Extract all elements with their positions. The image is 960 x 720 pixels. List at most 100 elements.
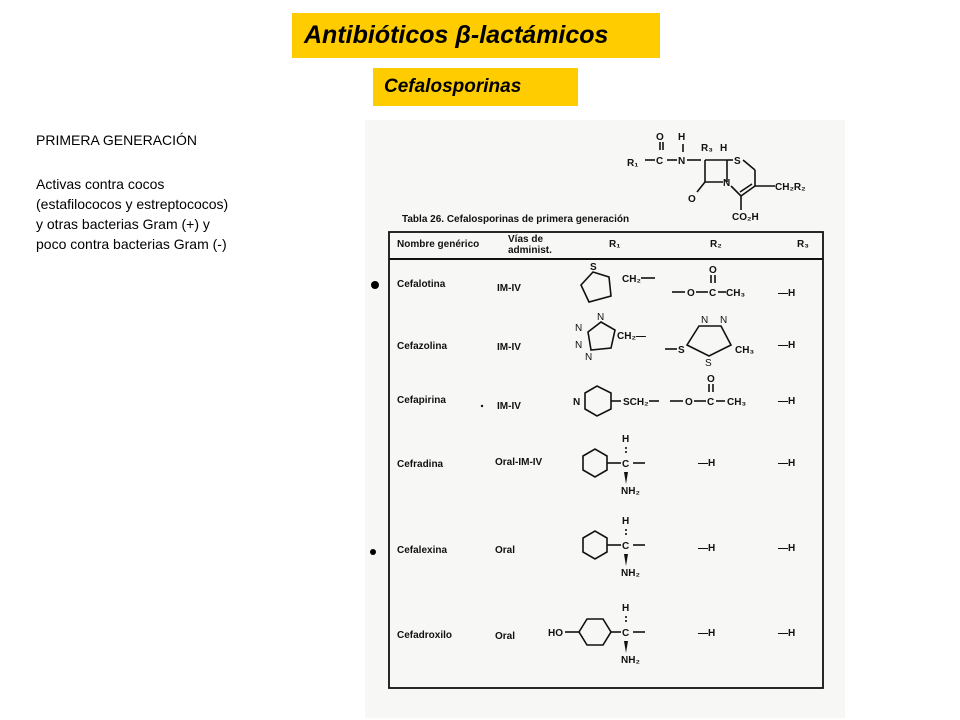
svg-text:N: N (597, 312, 604, 323)
scanned-table-figure: R₁ C O N H R₃ H N S CH₂R₂ O CO₂H Tabla 2… (365, 120, 845, 718)
figure-svg: R₁ C O N H R₃ H N S CH₂R₂ O CO₂H Tabla 2… (370, 132, 824, 689)
description-line: poco contra bacterias Gram (-) (36, 236, 227, 252)
svg-text:N: N (575, 340, 582, 351)
row-r3: —H (778, 628, 795, 639)
row-name: Cefadroxilo (397, 630, 452, 641)
svg-text:C: C (709, 288, 716, 299)
row-r3: —H (778, 458, 795, 469)
table-header: Nombre genérico Vías de administ. R₁ R₂ … (397, 234, 809, 256)
svg-text:NH₂: NH₂ (621, 568, 640, 579)
acetoxy-structure: O C O CH₃ (672, 265, 745, 299)
acetoxy-structure: O C O CH₃ (670, 374, 746, 408)
thiadiazole-structure: S N N S CH₃ (665, 315, 754, 369)
svg-text:S: S (705, 358, 712, 369)
description-line: (estafilococos y estreptococos) (36, 196, 229, 212)
table-row: Cefradina Oral-IM-IV C H NH₂ —H —H (397, 434, 795, 497)
column-header-r3: R₃ (797, 239, 809, 250)
benzene-amino-structure: C H NH₂ (582, 516, 645, 579)
hydroxyphenyl-amino-structure: HO C H NH₂ (548, 603, 645, 666)
margin-bullet (370, 549, 376, 555)
row-name: Cefalexina (397, 545, 447, 556)
core-c-label: C (656, 156, 663, 167)
column-header-name: Nombre genérico (397, 239, 479, 250)
svg-text:O: O (685, 397, 693, 408)
svg-text:HO: HO (548, 628, 563, 639)
row-name: Cefapirina (397, 395, 446, 406)
svg-text:N: N (720, 315, 727, 326)
column-header-route: Vías de (508, 234, 543, 245)
row-r3: —H (778, 288, 795, 299)
subtitle-banner: Cefalosporinas (373, 68, 578, 106)
svg-text:H: H (622, 434, 629, 445)
svg-text:O: O (709, 265, 717, 276)
core-r3-label: R₃ (701, 143, 713, 154)
description-line: Activas contra cocos (36, 176, 165, 192)
pyridine-structure: N SCH₂ (573, 385, 659, 417)
table-row: Cefapirina IM-IV N SCH₂ O C O CH₃ —H (397, 374, 795, 417)
svg-text:S: S (590, 262, 597, 273)
svg-text:H: H (622, 516, 629, 527)
thiophene-structure: S CH₂ (580, 262, 655, 303)
core-n2-label: N (723, 178, 730, 189)
svg-text:NH₂: NH₂ (621, 655, 640, 666)
table-row: Cefalexina Oral C H NH₂ —H —H (397, 516, 795, 579)
row-r3: —H (778, 543, 795, 554)
column-header-r2: R₂ (710, 239, 722, 250)
svg-text:CH₃: CH₃ (735, 345, 754, 356)
core-ch2r2-label: CH₂R₂ (775, 182, 806, 193)
svg-text:CH₂—: CH₂— (617, 331, 646, 342)
cephalosporin-core-structure: R₁ C O N H R₃ H N S CH₂R₂ O CO₂H (627, 132, 806, 223)
svg-text:S: S (678, 345, 685, 356)
scan-speck (480, 404, 484, 408)
core-n-label: N (678, 156, 685, 167)
svg-text:CH₃: CH₃ (727, 397, 746, 408)
svg-text:C: C (622, 628, 629, 639)
description: Activas contra cocos (estafilococos y es… (36, 174, 326, 254)
svg-text:CH₂: CH₂ (622, 274, 641, 285)
core-h2-label: H (720, 143, 727, 154)
svg-text:N: N (575, 323, 582, 334)
page-title: Antibióticos β-lactámicos (304, 21, 609, 49)
core-h-label: H (678, 132, 685, 143)
row-route: Oral-IM-IV (495, 457, 543, 468)
table-title: Tabla 26. Cefalosporinas de primera gene… (402, 214, 629, 225)
column-header-r1: R₁ (609, 239, 620, 250)
benzene-amino-structure: C H NH₂ (582, 434, 645, 497)
row-r3: —H (778, 396, 795, 407)
core-o-label: O (656, 132, 664, 143)
table-row: Cefadroxilo Oral HO C H NH₂ —H —H (397, 603, 795, 666)
svg-text:NH₂: NH₂ (621, 486, 640, 497)
table-row: Cefazolina IM-IV N N N N CH₂— S N N S CH… (397, 312, 795, 369)
svg-text:O: O (707, 374, 715, 385)
svg-text:H: H (622, 603, 629, 614)
svg-text:N: N (585, 352, 592, 363)
row-name: Cefalotina (397, 279, 446, 290)
table-frame (388, 231, 824, 689)
row-r2: —H (698, 543, 715, 554)
core-s-label: S (734, 156, 741, 167)
row-name: Cefradina (397, 459, 444, 470)
svg-text:N: N (573, 397, 580, 408)
row-route: Oral (495, 545, 515, 556)
description-line: y otras bacterias Gram (+) y (36, 216, 210, 232)
svg-text:SCH₂: SCH₂ (623, 397, 649, 408)
title-banner: Antibióticos β-lactámicos (292, 13, 660, 58)
table-row: Cefalotina IM-IV S CH₂ O C O CH₃ —H (397, 262, 795, 303)
row-route: IM-IV (497, 342, 521, 353)
svg-text:C: C (622, 459, 629, 470)
page-subtitle: Cefalosporinas (384, 76, 522, 97)
row-route: IM-IV (497, 283, 521, 294)
column-header-route-2: administ. (508, 245, 552, 256)
row-r2: —H (698, 458, 715, 469)
core-r1-label: R₁ (627, 158, 638, 169)
svg-text:C: C (707, 397, 714, 408)
row-r2: —H (698, 628, 715, 639)
core-co2h-label: CO₂H (732, 212, 759, 223)
row-name: Cefazolina (397, 341, 447, 352)
svg-text:CH₃: CH₃ (726, 288, 745, 299)
row-route: Oral (495, 631, 515, 642)
margin-bullet (371, 281, 379, 289)
generation-heading: PRIMERA GENERACIÓN (36, 132, 198, 148)
row-route: IM-IV (497, 401, 521, 412)
svg-text:C: C (622, 541, 629, 552)
